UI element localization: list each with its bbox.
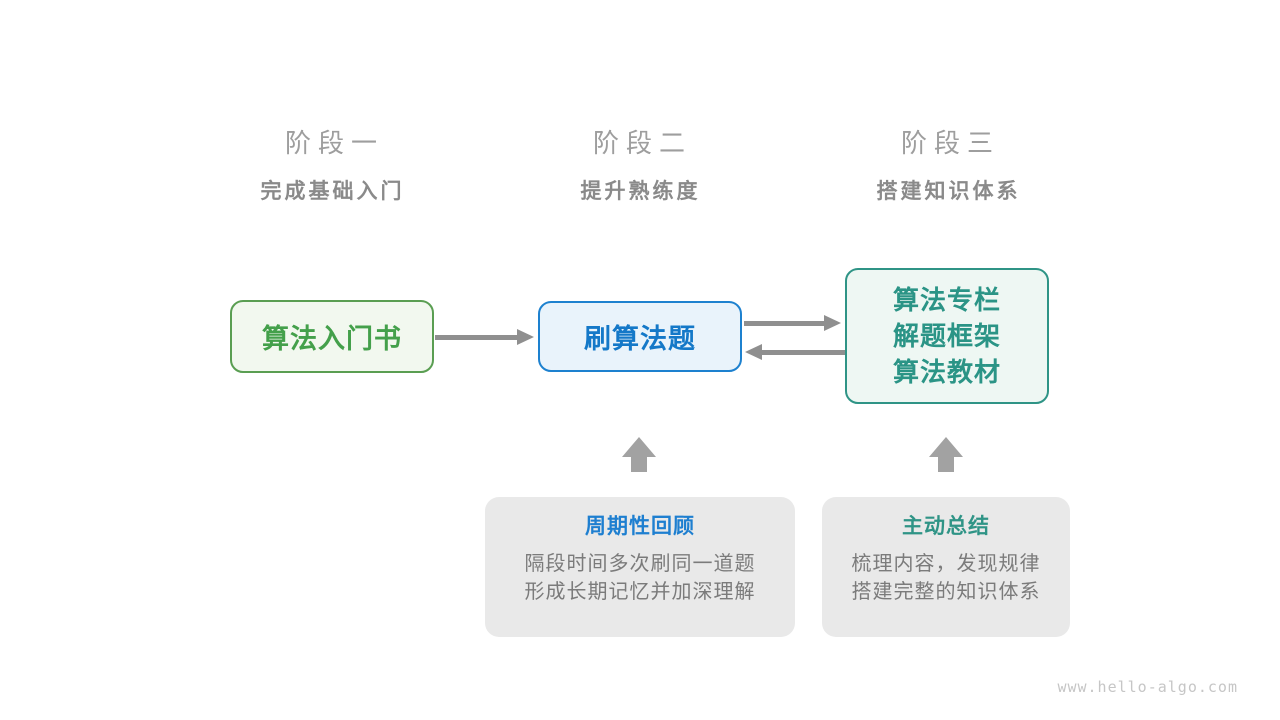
callout-review-body-line-1: 隔段时间多次刷同一道题	[524, 553, 756, 575]
up-arrow-summary-icon	[929, 437, 963, 472]
stage-header-2: 阶段二 提升熟练度	[499, 130, 779, 202]
node-practice-label: 刷算法题	[584, 324, 696, 354]
node-resources-line-1: 算法专栏	[892, 285, 1001, 315]
callout-review-title: 周期性回顾	[585, 515, 695, 538]
callout-review-body: 隔段时间多次刷同一道题 形成长期记忆并加深理解	[485, 550, 795, 606]
callout-summary-title: 主动总结	[902, 515, 990, 538]
callout-summary-body-line-1: 梳理内容，发现规律	[851, 553, 1041, 575]
node-intro-book: 算法入门书	[230, 300, 434, 373]
arrow-line	[435, 335, 518, 340]
arrowhead-left-icon	[745, 344, 762, 360]
stage-2-subtitle: 提升熟练度	[580, 180, 701, 203]
stage-header-1: 阶段一 完成基础入门	[191, 130, 471, 202]
callout-periodic-review: 周期性回顾 隔段时间多次刷同一道题 形成长期记忆并加深理解	[485, 497, 795, 637]
callout-summary-body: 梳理内容，发现规律 搭建完整的知识体系	[822, 550, 1070, 606]
up-arrow-stem	[938, 457, 954, 472]
arrowhead-right-icon	[824, 315, 841, 331]
callout-review-body-line-2: 形成长期记忆并加深理解	[524, 581, 756, 603]
stage-2-label: 阶段二	[592, 128, 692, 158]
watermark-url: www.hello-algo.com	[1057, 678, 1238, 696]
node-intro-book-label: 算法入门书	[262, 324, 402, 354]
up-arrow-review-icon	[622, 437, 656, 472]
arrow-line	[761, 350, 845, 355]
up-arrowhead	[622, 437, 656, 457]
node-resources-line-2: 解题框架	[892, 321, 1001, 351]
stage-3-subtitle: 搭建知识体系	[876, 180, 1021, 203]
node-resources-line-3: 算法教材	[892, 357, 1001, 387]
stage-3-label: 阶段三	[900, 128, 1000, 158]
stage-header-3: 阶段三 搭建知识体系	[807, 130, 1087, 202]
up-arrowhead	[929, 437, 963, 457]
callout-active-summary: 主动总结 梳理内容，发现规律 搭建完整的知识体系	[822, 497, 1070, 637]
stage-1-subtitle: 完成基础入门	[260, 180, 405, 203]
callout-summary-body-line-2: 搭建完整的知识体系	[851, 581, 1041, 603]
node-knowledge-resources: 算法专栏 解题框架 算法教材	[845, 268, 1049, 404]
arrowhead-right-icon	[517, 329, 534, 345]
stage-1-label: 阶段一	[284, 128, 384, 158]
arrow-line	[744, 321, 825, 326]
up-arrow-stem	[631, 457, 647, 472]
node-practice-problems: 刷算法题	[538, 301, 742, 372]
